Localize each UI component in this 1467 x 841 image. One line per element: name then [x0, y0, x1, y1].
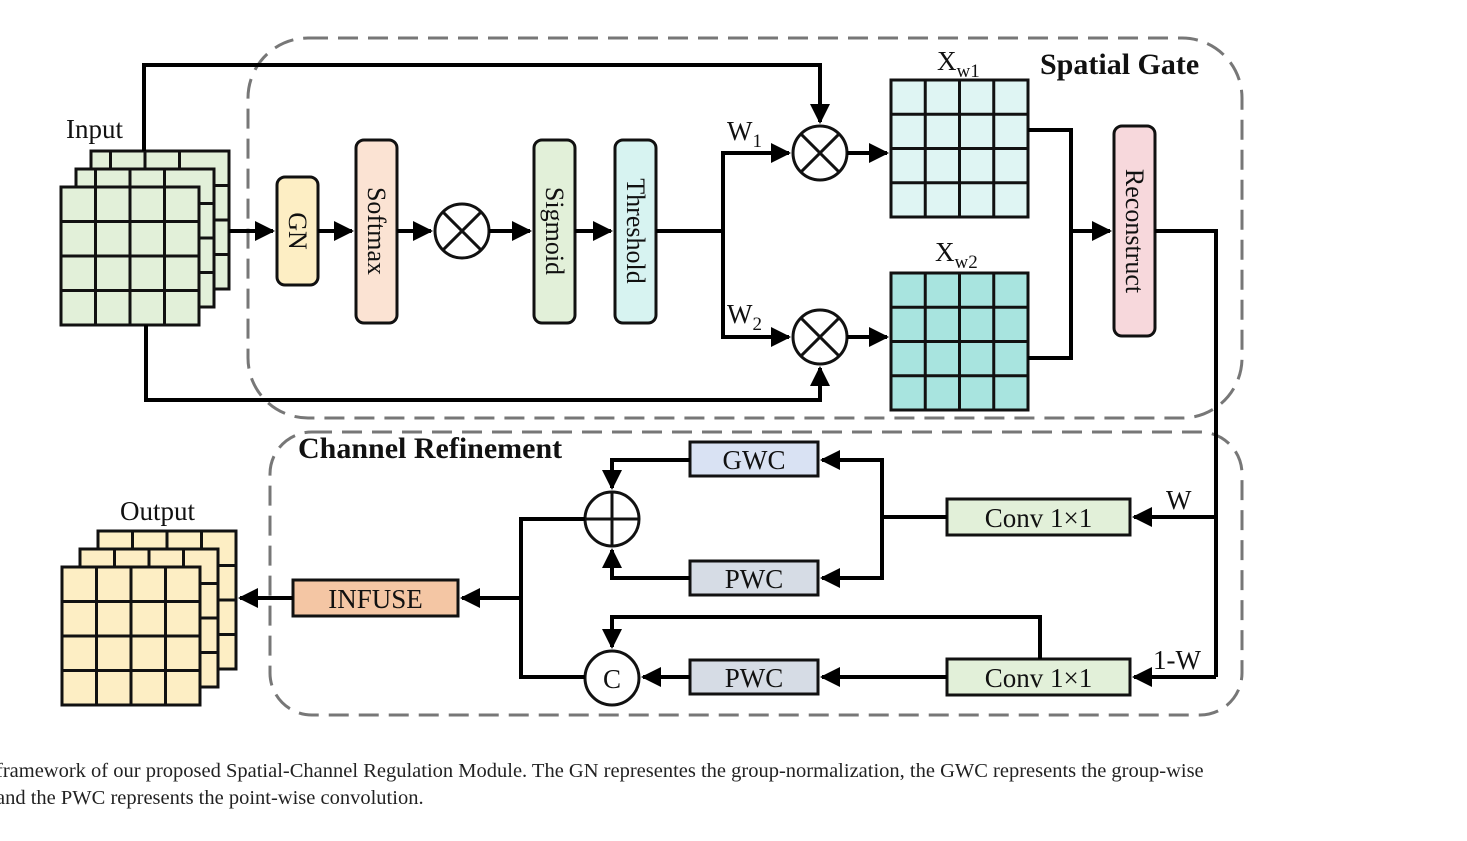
svg-text:Threshold: Threshold [621, 178, 650, 283]
w2-label: W2 [727, 299, 762, 335]
xw2-grid [889, 271, 1030, 412]
svg-text:Conv 1×1: Conv 1×1 [985, 663, 1093, 693]
infuse-block: INFUSE [291, 578, 460, 618]
input-label: Input [66, 114, 123, 144]
multiply-w2-circle-icon [791, 308, 849, 366]
threshold-block: Threshold [613, 138, 658, 325]
pwc-top-block: PWC [688, 559, 820, 597]
xw1-label: Xw1 [937, 46, 980, 82]
gwc-block: GWC [688, 440, 820, 478]
output-label: Output [120, 496, 196, 526]
svg-text:C: C [603, 664, 621, 694]
w1-label: W1 [727, 116, 762, 152]
sigmoid-block: Sigmoid [532, 138, 577, 325]
svg-text:PWC: PWC [725, 663, 784, 693]
svg-text:INFUSE: INFUSE [328, 584, 423, 614]
xw2-label: Xw2 [935, 237, 978, 273]
svg-text:PWC: PWC [725, 564, 784, 594]
input-feature-stack [59, 149, 231, 327]
output-feature-stack [60, 529, 238, 707]
spatial-gate-title: Spatial Gate [1040, 48, 1199, 81]
svg-text:Reconstruct: Reconstruct [1120, 169, 1149, 294]
add-circle-icon [583, 490, 641, 548]
xw1-grid [889, 78, 1030, 219]
svg-text:Sigmoid: Sigmoid [540, 187, 569, 275]
channel-refinement-title: Channel Refinement [298, 432, 562, 465]
multiply-w1-circle-icon [791, 124, 849, 182]
pwc-bottom-block: PWC [688, 658, 820, 696]
gn-block: GN [275, 175, 320, 287]
w-split-label: W [1166, 485, 1192, 515]
concat-circle: C [583, 649, 641, 707]
spatial-gate-region [246, 36, 1244, 420]
reconstruct-block: Reconstruct [1112, 124, 1157, 338]
multiply-circle-icon [433, 202, 491, 260]
figure-caption: framework of our proposed Spatial-Channe… [0, 758, 1436, 812]
svg-text:Conv 1×1: Conv 1×1 [985, 503, 1093, 533]
caption-line-2: and the PWC represents the point-wise co… [0, 787, 424, 809]
spatial-connectors [142, 63, 1218, 687]
channel-refinement-region [268, 430, 1244, 717]
conv-top-block: Conv 1×1 [945, 497, 1132, 537]
svg-text:Softmax: Softmax [362, 187, 391, 275]
one-minus-w-label: 1-W [1153, 645, 1201, 675]
softmax-block: Softmax [354, 138, 399, 325]
caption-line-1: framework of our proposed Spatial-Channe… [0, 760, 1204, 782]
channel-connectors [238, 450, 1042, 687]
svg-text:GWC: GWC [723, 445, 786, 475]
conv-bottom-block: Conv 1×1 [945, 657, 1132, 697]
svg-text:GN: GN [283, 212, 312, 250]
